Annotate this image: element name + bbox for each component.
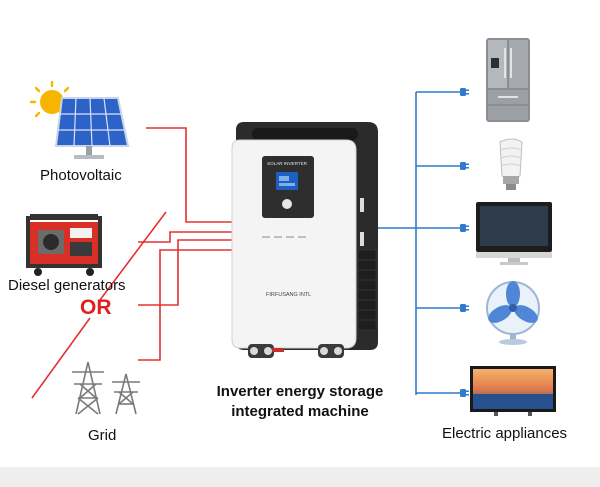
diesel-wire-bottom xyxy=(138,239,234,306)
power-button xyxy=(282,199,292,209)
machine-caption-line1: Inverter energy storage xyxy=(217,383,384,400)
photovoltaic-wire xyxy=(146,127,234,223)
grid-wire xyxy=(138,249,234,361)
separator-line-lower xyxy=(31,317,91,399)
monitor-icon xyxy=(476,202,552,265)
brand-text: FIRFUSANG INTL xyxy=(266,292,311,298)
plug-icon xyxy=(460,304,469,312)
solar-panel-icon xyxy=(29,80,130,159)
photovoltaic-label: Photovoltaic xyxy=(40,167,122,184)
panel-text: SOLAR INVERTER xyxy=(267,161,308,166)
plug-icon xyxy=(460,389,469,397)
diesel-wire-top xyxy=(138,231,234,243)
refrigerator-icon xyxy=(486,38,530,122)
television-icon xyxy=(470,366,556,416)
fan-icon xyxy=(486,281,540,345)
plug-icon xyxy=(460,224,469,232)
plug-icon xyxy=(460,162,469,170)
diesel-generator-icon xyxy=(26,214,102,276)
power-tower-icon xyxy=(72,361,140,415)
input-wiring xyxy=(31,127,234,399)
or-label: OR xyxy=(80,296,112,319)
footer-band xyxy=(0,467,600,487)
diesel-generators-label: Diesel generators xyxy=(8,277,126,294)
inverter-unit: SOLAR INVERTER FIRFUSANG INTL xyxy=(231,122,378,358)
plug-icon xyxy=(460,88,469,96)
machine-caption-line2: integrated machine xyxy=(231,403,369,420)
sun-icon xyxy=(29,80,70,118)
light-bulb-icon xyxy=(499,138,523,190)
grid-label: Grid xyxy=(88,427,116,444)
plug-icons xyxy=(460,88,469,397)
output-wiring xyxy=(378,91,462,395)
electric-appliances-label: Electric appliances xyxy=(442,425,567,442)
separator-line-upper xyxy=(99,211,167,301)
